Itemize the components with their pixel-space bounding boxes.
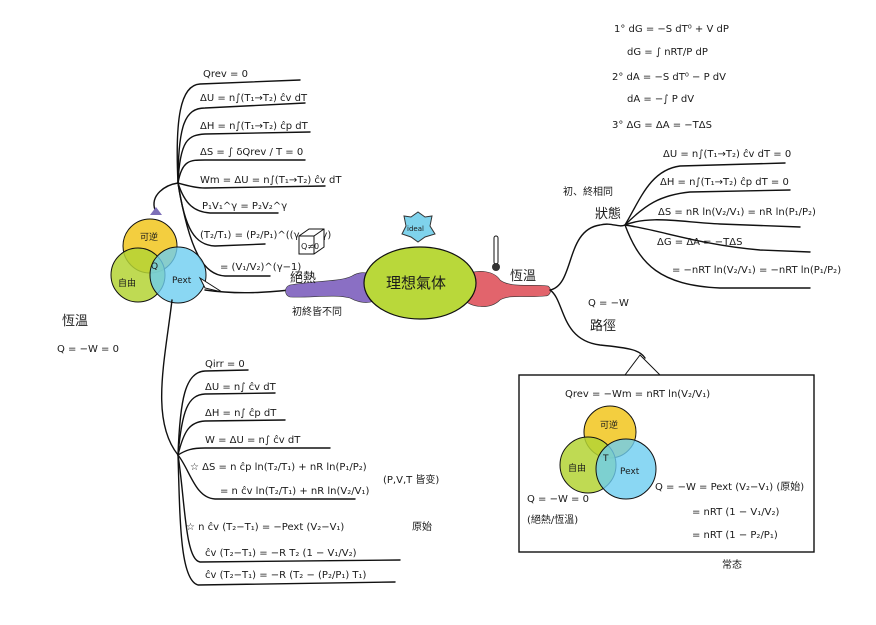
left-top-branch: Qrev = 0 ΔU = n∫(T₁→T₂) ĉv dT ΔH = n∫(T₁… bbox=[150, 69, 342, 277]
venn-label: 可逆 bbox=[140, 231, 158, 243]
branch-line bbox=[624, 224, 811, 253]
branch-line bbox=[177, 102, 306, 184]
venn-label: Q bbox=[151, 262, 158, 272]
formula: ΔH = n∫ ĉp dT bbox=[205, 407, 277, 419]
formula: ΔG = ΔA = −TΔS bbox=[657, 237, 742, 248]
left-note-eq: Q = −W = 0 bbox=[57, 344, 119, 355]
branch-line bbox=[624, 219, 801, 228]
formula: ΔS = nR ln(V₂/V₁) = nR ln(P₁/P₂) bbox=[658, 207, 816, 218]
isothermal-label: 恆溫 bbox=[510, 269, 536, 284]
formula: 3° ΔG = ΔA = −TΔS bbox=[612, 120, 712, 131]
formula: ☆ ΔS = n ĉp ln(T₂/T₁) + nR ln(P₁/P₂) bbox=[190, 461, 367, 473]
connector-hatch bbox=[198, 276, 223, 293]
state-label: 狀態 bbox=[595, 206, 621, 222]
branch-line bbox=[177, 182, 279, 214]
center-ellipse bbox=[363, 246, 477, 320]
formula: dA = −∫ P dV bbox=[627, 94, 694, 105]
formula: Qirr = 0 bbox=[205, 359, 245, 370]
adiabatic-blob bbox=[285, 272, 381, 303]
branch-line bbox=[153, 182, 179, 211]
formula: Wm = ΔU = n∫(T₁→T₂) ĉv dT bbox=[200, 174, 342, 186]
formula: ĉv (T₂−T₁) = −R (T₂ − (P₂/P₁) T₁) bbox=[205, 569, 367, 581]
left-bottom-branch: Qirr = 0 ΔU = n∫ ĉv dT ΔH = n∫ ĉp dT W =… bbox=[160, 299, 439, 586]
path-label: 路徑 bbox=[590, 318, 616, 334]
formula: ΔH = n∫(T₁→T₂) ĉp dT bbox=[200, 120, 309, 132]
formula: ΔU = n∫(T₁→T₂) ĉv dT bbox=[200, 92, 308, 104]
formula: = (V₁/V₂)^(γ−1) bbox=[220, 262, 301, 273]
box-pext-eq: Q = −W = Pext (V₂−V₁) (原始) bbox=[655, 480, 804, 493]
box-free-eq: Q = −W = 0 bbox=[527, 494, 589, 505]
box-qrev: Qrev = −Wm = nRT ln(V₂/V₁) bbox=[565, 389, 710, 400]
venn-pext bbox=[149, 246, 207, 304]
formula: 2° dA = −S dT⁰ − P dV bbox=[612, 72, 726, 83]
formula: = n ĉv ln(T₂/T₁) + nR ln(V₂/V₁) bbox=[220, 485, 369, 497]
branch-line bbox=[176, 79, 301, 184]
branch-line bbox=[177, 369, 249, 456]
box-icon-label: Q≠0 bbox=[301, 242, 319, 251]
branch-line bbox=[624, 189, 791, 226]
formula: ☆ n ĉv (T₂−T₁) = −Pext (V₂−V₁) bbox=[186, 521, 344, 533]
branch-line bbox=[177, 419, 286, 456]
formula: 1° dG = −S dT⁰ + V dP bbox=[614, 24, 729, 35]
venn-label: Pext bbox=[172, 276, 192, 286]
adiabatic-label: 絕熱 bbox=[290, 271, 316, 286]
right-top-notes: 1° dG = −S dT⁰ + V dP dG = ∫ nRT/P dP 2°… bbox=[612, 24, 729, 131]
center-node: 理想氣体 ideal Q≠0 絕熱 初終皆不同 恆溫 bbox=[285, 211, 551, 320]
note: 原始 bbox=[412, 520, 432, 533]
state-top-label: 初、終相同 bbox=[563, 185, 613, 198]
box-icon bbox=[298, 228, 325, 255]
left-note-label: 恆溫 bbox=[62, 314, 88, 329]
branch-line bbox=[160, 299, 179, 456]
formula: P₁V₁^γ = P₂V₂^γ bbox=[202, 201, 287, 212]
path-eq: Q = −W bbox=[588, 298, 629, 309]
branch-line bbox=[204, 289, 291, 294]
branch-root bbox=[150, 207, 162, 215]
formula: = −nRT ln(V₂/V₁) = −nRT ln(P₁/P₂) bbox=[672, 265, 841, 276]
formula: dG = ∫ nRT/P dP bbox=[627, 47, 708, 58]
venn-label: 自由 bbox=[118, 277, 136, 289]
venn-left: 可逆 自由 Pext Q bbox=[110, 218, 223, 304]
venn-label: Pext bbox=[620, 467, 640, 477]
right-branch: ΔU = n∫(T₁→T₂) ĉv dT = 0 ΔH = n∫(T₁→T₂) … bbox=[549, 148, 841, 376]
connector-hatch bbox=[624, 354, 662, 376]
branch-line bbox=[177, 159, 306, 184]
branch-line bbox=[177, 131, 311, 184]
ideal-label: ideal bbox=[407, 225, 424, 233]
formula: ΔU = n∫ ĉv dT bbox=[205, 381, 277, 393]
center-title: 理想氣体 bbox=[386, 274, 446, 292]
branch-line bbox=[177, 454, 401, 563]
branch-line bbox=[177, 392, 276, 456]
adiabatic-sub: 初終皆不同 bbox=[292, 305, 342, 318]
branch-line bbox=[177, 454, 396, 586]
branch-line bbox=[177, 454, 356, 500]
venn-pext bbox=[595, 438, 657, 500]
venn-label: 可逆 bbox=[600, 419, 618, 431]
formula: ĉv (T₂−T₁) = −R T₂ (1 − V₁/V₂) bbox=[205, 547, 357, 559]
box-caption: 常态 bbox=[722, 558, 742, 571]
isothermal-blob bbox=[461, 271, 551, 307]
note: (P,V,T 皆变) bbox=[383, 473, 439, 486]
branch-line bbox=[177, 182, 326, 189]
branch-line bbox=[624, 224, 811, 289]
box-pext-eq: = nRT (1 − P₂/P₁) bbox=[692, 530, 778, 541]
path-box: Qrev = −Wm = nRT ln(V₂/V₁) 可逆 自由 Pext T … bbox=[518, 374, 815, 553]
branch-line bbox=[177, 447, 331, 456]
formula: ΔH = n∫(T₁→T₂) ĉp dT = 0 bbox=[660, 176, 789, 188]
formula: Qrev = 0 bbox=[203, 69, 248, 80]
venn-label: T bbox=[602, 454, 609, 464]
thermometer-icon bbox=[492, 235, 500, 271]
formula: W = ΔU = n∫ ĉv dT bbox=[205, 434, 301, 446]
formula: (T₂/T₁) = (P₂/P₁)^((γ−1)/γ) bbox=[200, 230, 331, 241]
box-pext-eq: = nRT (1 − V₁/V₂) bbox=[692, 507, 779, 518]
branch-line bbox=[624, 162, 786, 226]
branch-line bbox=[549, 289, 646, 359]
formula: ΔS = ∫ δQrev / T = 0 bbox=[200, 147, 303, 158]
formula: ΔU = n∫(T₁→T₂) ĉv dT = 0 bbox=[663, 148, 791, 160]
star-icon bbox=[401, 211, 436, 243]
box-free-note: (絕熱/恆溫) bbox=[527, 513, 578, 526]
venn-label: 自由 bbox=[568, 462, 586, 474]
branch-line bbox=[549, 223, 626, 291]
